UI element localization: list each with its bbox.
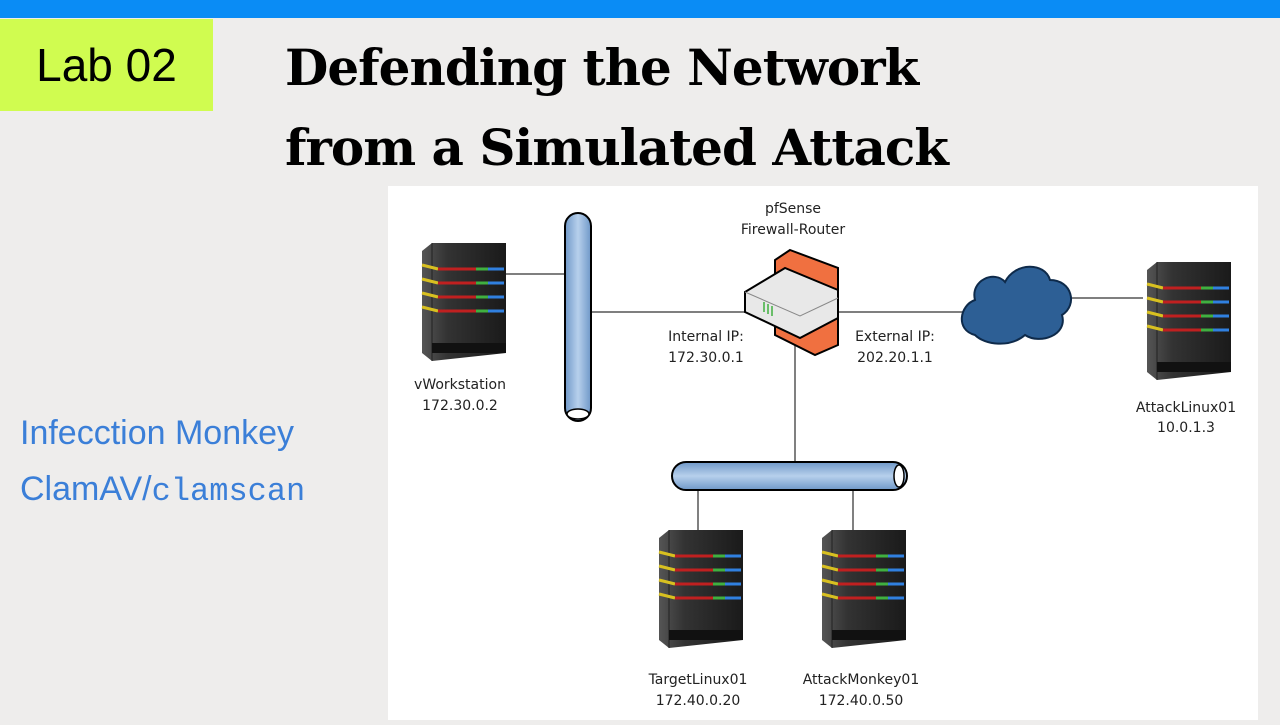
vworkstation-server-icon bbox=[420, 243, 506, 361]
dmz-bus bbox=[671, 461, 908, 491]
tool-infection-monkey: Infecction Monkey bbox=[20, 414, 295, 452]
router-name: pfSense bbox=[765, 201, 821, 217]
firewall-router-icon bbox=[744, 248, 839, 357]
slide-title: Defending the Network from a Simulated A… bbox=[285, 28, 949, 188]
tool-clamav-label: ClamAV/ bbox=[20, 470, 152, 508]
node-ip: 172.30.0.2 bbox=[422, 398, 498, 414]
tool-clamscan-command: clamscan bbox=[151, 473, 306, 510]
external-ip-label: External IP: bbox=[855, 329, 935, 345]
internal-ip: 172.30.0.1 bbox=[668, 350, 744, 366]
lab-badge: Lab 02 bbox=[0, 19, 213, 111]
node-ip: 172.40.0.50 bbox=[819, 693, 904, 709]
top-accent-bar bbox=[0, 0, 1280, 18]
node-name: TargetLinux01 bbox=[648, 672, 748, 688]
internet-cloud-icon bbox=[960, 265, 1072, 345]
node-name: AttackLinux01 bbox=[1136, 400, 1236, 416]
tools-list: Infecction Monkey ClamAV/clamscan bbox=[20, 405, 305, 520]
node-name: AttackMonkey01 bbox=[803, 672, 920, 688]
internal-bus bbox=[564, 212, 592, 422]
node-name: vWorkstation bbox=[414, 377, 506, 393]
attackmonkey-server-icon bbox=[820, 530, 906, 648]
title-line-1: Defending the Network bbox=[285, 38, 919, 97]
title-line-2: from a Simulated Attack bbox=[285, 118, 949, 177]
tool-clamav: ClamAV/clamscan bbox=[20, 461, 305, 520]
attacklinux-server-icon bbox=[1145, 262, 1231, 380]
node-ip: 10.0.1.3 bbox=[1157, 420, 1215, 436]
targetlinux-server-icon bbox=[657, 530, 743, 648]
external-ip: 202.20.1.1 bbox=[857, 350, 933, 366]
router-role: Firewall-Router bbox=[741, 222, 845, 238]
node-ip: 172.40.0.20 bbox=[656, 693, 741, 709]
network-diagram: pfSense Firewall-Router Internal IP: 172… bbox=[388, 186, 1258, 720]
network-links bbox=[505, 273, 1143, 532]
internal-ip-label: Internal IP: bbox=[668, 329, 744, 345]
